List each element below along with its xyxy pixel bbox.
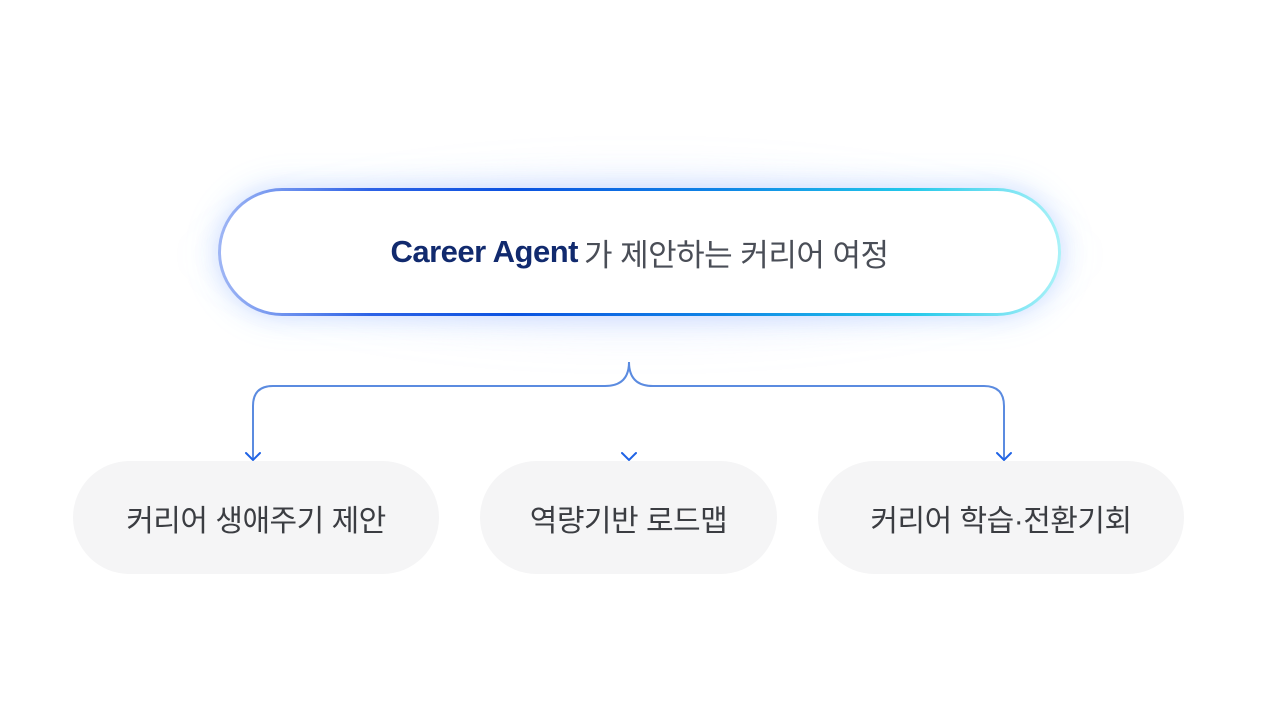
arrow-down-icon	[996, 452, 1012, 462]
child-node-label: 커리어 학습·전환기회	[870, 504, 1132, 538]
child-node-learning: 커리어 학습·전환기회	[818, 461, 1184, 574]
branch-left	[252, 361, 630, 460]
child-node-label: 역량기반 로드맵	[529, 504, 728, 538]
root-node-label: Career Agent 가 제안하는 커리어 여정	[221, 191, 1058, 313]
arrow-down-icon	[621, 452, 637, 462]
child-node-label: 커리어 생애주기 제안	[126, 504, 386, 538]
arrow-down-icon	[245, 452, 261, 462]
child-node-roadmap: 역량기반 로드맵	[480, 461, 777, 574]
brand-name: Career Agent	[390, 234, 578, 269]
child-node-lifecycle: 커리어 생애주기 제안	[73, 461, 439, 574]
root-title: 가 제안하는 커리어 여정	[583, 237, 889, 273]
branch-right	[628, 361, 1005, 460]
root-node: Career Agent 가 제안하는 커리어 여정	[218, 188, 1061, 316]
